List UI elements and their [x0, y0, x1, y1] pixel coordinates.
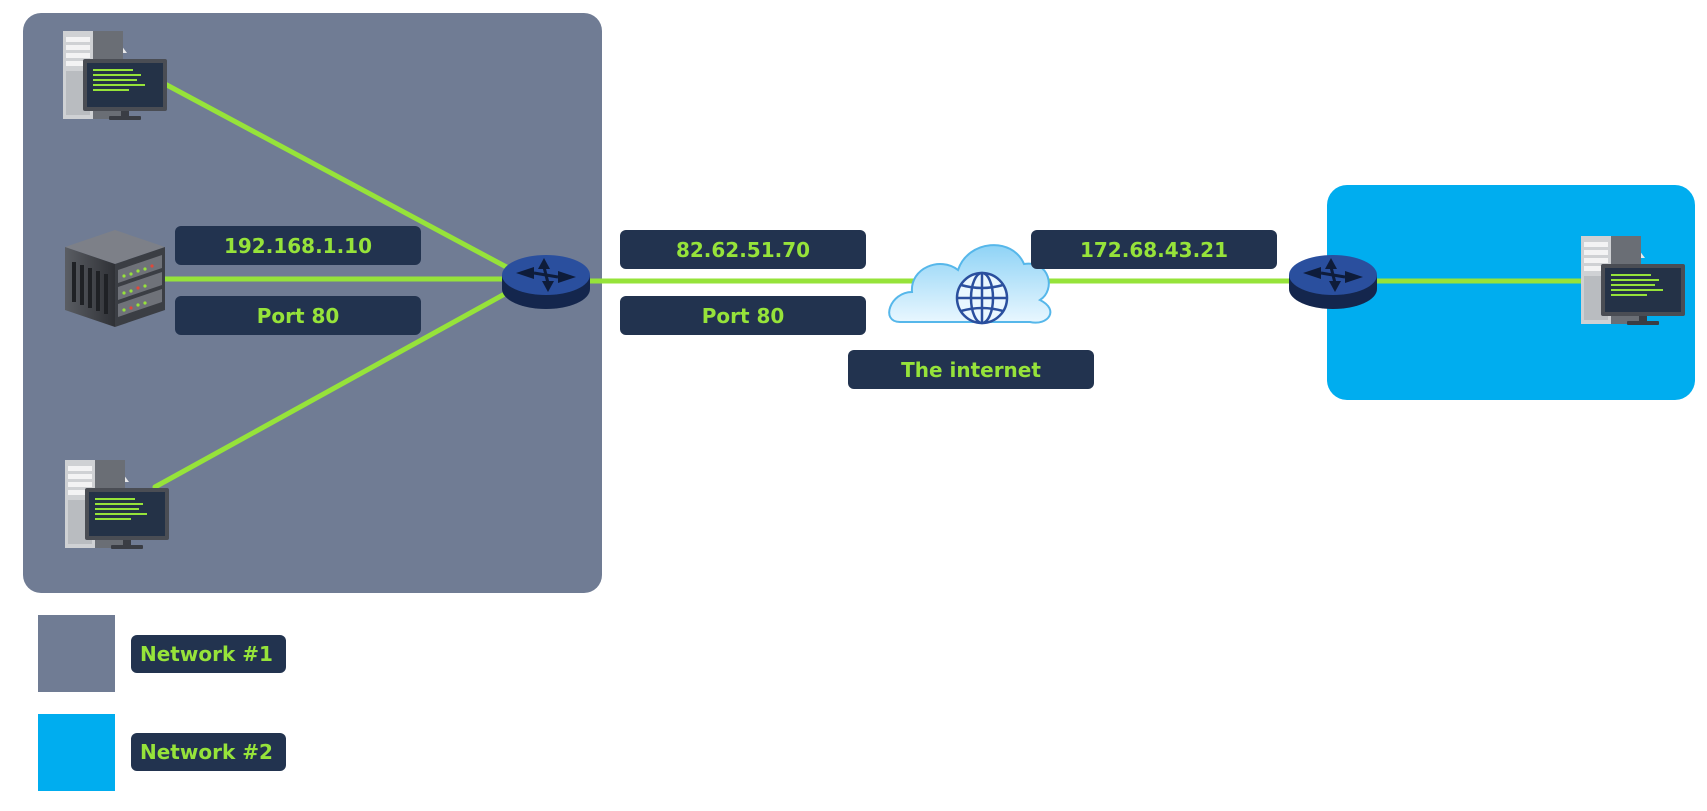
internet-label: The internet: [848, 350, 1094, 389]
legend-swatch-network-2: [38, 714, 115, 791]
link-workstation-bottom-router: [152, 287, 515, 490]
globe-icon: [955, 271, 1009, 325]
wan-port-label: Port 80: [620, 296, 866, 335]
legend-label-network-2: Network #2: [131, 733, 286, 771]
router-icon-network-1[interactable]: [500, 253, 592, 311]
legend-swatch-network-1: [38, 615, 115, 692]
lan-ip-label: 192.168.1.10: [175, 226, 421, 265]
router-icon-network-2[interactable]: [1287, 253, 1379, 311]
lan-port-label: Port 80: [175, 296, 421, 335]
wan-ip-label: 82.62.51.70: [620, 230, 866, 269]
legend-label-network-1: Network #1: [131, 635, 286, 673]
internet-cloud-icon[interactable]: [888, 244, 1052, 325]
link-workstation-top-router: [162, 81, 515, 273]
server-icon[interactable]: [65, 230, 165, 327]
links: [152, 81, 1623, 490]
remote-ip-label: 172.68.43.21: [1031, 230, 1277, 269]
